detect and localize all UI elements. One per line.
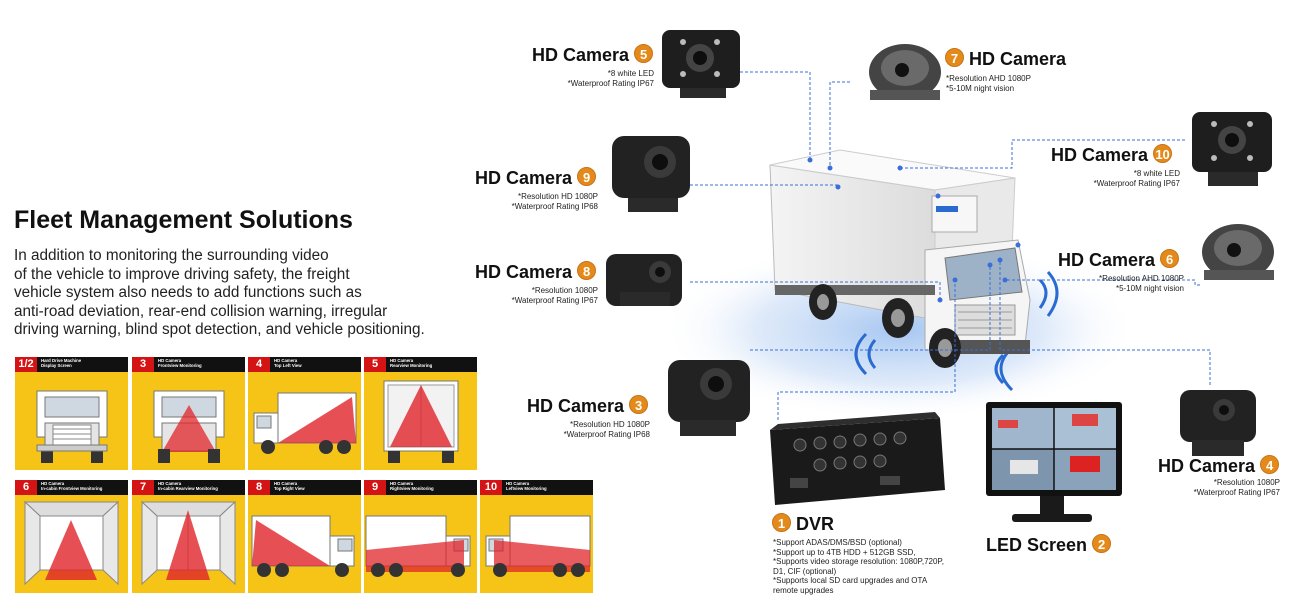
leader-lines [690, 71, 1211, 420]
callout-camera-8: HD Camera 8 [475, 261, 597, 283]
rear-truck-illustration [383, 380, 459, 463]
truck-illustration [769, 149, 1031, 368]
camera-3-icon [668, 360, 750, 436]
tile-number: 7 [132, 480, 154, 495]
number-badge: 9 [577, 167, 597, 186]
tile-number: 10 [480, 480, 502, 495]
callout-camera-3-notes: *Resolution HD 1080P*Waterproof Rating I… [563, 420, 650, 439]
callout-camera-6: HD Camera 6 [1058, 249, 1180, 271]
callout-camera-4: HD Camera 4 [1158, 455, 1280, 477]
callout-camera-8-notes: *Resolution 1080P*Waterproof Rating IP67 [511, 286, 598, 305]
side-truck-left-illustration [485, 515, 591, 577]
camera-9-icon [612, 136, 690, 212]
callout-camera-10: HD Camera 10 [1051, 144, 1173, 166]
intro-line: vehicle system also needs to add functio… [14, 284, 362, 302]
number-badge: 2 [1092, 534, 1112, 553]
callout-camera-7-notes: *Resolution AHD 1080P*5-10M night vision [946, 74, 1031, 93]
led-screen-icon [986, 402, 1122, 522]
tile-number: 6 [15, 480, 37, 495]
callout-camera-5-notes: *8 white LED*Waterproof Rating IP67 [567, 69, 654, 88]
tile-number: 1/2 [15, 357, 37, 372]
camera-10-icon [1192, 112, 1272, 186]
intro-line: In addition to monitoring the surroundin… [14, 247, 329, 264]
callout-dvr: 1 DVR [772, 513, 834, 535]
callout-camera-6-notes: *Resolution AHD 1080P*5-10M night vision [1099, 274, 1184, 293]
camera-4-icon [1180, 390, 1256, 456]
callout-camera-3: HD Camera 3 [527, 395, 649, 417]
number-badge: 4 [1260, 455, 1280, 474]
front-truck-red-zone-illustration [153, 390, 225, 463]
camera-6-icon [1202, 224, 1274, 280]
number-badge: 3 [629, 395, 649, 414]
callout-camera-7: 7 HD Camera [945, 48, 1066, 70]
callout-camera-10-notes: *8 white LED*Waterproof Rating IP67 [1093, 169, 1180, 188]
side-truck-right-illustration [365, 515, 471, 577]
callout-camera-5: HD Camera 5 [532, 44, 654, 66]
section-title: Fleet Management Solutions [14, 206, 353, 234]
intro-line: driving warning, blind spot detection, a… [14, 321, 425, 339]
intro-line: of the vehicle to improve driving safety… [14, 265, 350, 283]
callout-camera-9-notes: *Resolution HD 1080P*Waterproof Rating I… [511, 192, 598, 211]
intro-paragraph: In addition to monitoring the surroundin… [14, 247, 464, 340]
side-truck-top-left-illustration [253, 392, 357, 454]
camera-5-icon [662, 30, 740, 98]
side-truck-top-right-illustration [251, 515, 355, 577]
tile-number: 9 [364, 480, 386, 495]
number-badge: 8 [577, 261, 597, 280]
front-truck-illustration [36, 390, 108, 463]
tile-number: 4 [248, 357, 270, 372]
callout-camera-9: HD Camera 9 [475, 167, 597, 189]
in-cabin-front-illustration [23, 500, 120, 586]
leader-dots [807, 157, 1021, 303]
number-badge: 6 [1160, 249, 1180, 268]
number-badge: 5 [634, 44, 654, 63]
number-badge: 7 [945, 48, 964, 67]
camera-7-icon [869, 44, 941, 100]
tile-number: 8 [248, 480, 270, 495]
number-badge: 10 [1153, 144, 1173, 163]
callout-led-screen: LED Screen 2 [986, 534, 1112, 556]
camera-8-icon [606, 254, 682, 306]
in-cabin-rear-illustration [140, 500, 237, 586]
tile-number: 5 [364, 357, 386, 372]
number-badge: 1 [772, 513, 791, 532]
dvr-feature-list: *Support ADAS/DMS/BSD (optional) *Suppor… [773, 538, 944, 595]
dvr-icon [770, 412, 945, 505]
tile-number: 3 [132, 357, 154, 372]
intro-line: anti-road deviation, rear-end collision … [14, 302, 388, 320]
callout-camera-4-notes: *Resolution 1080P*Waterproof Rating IP67 [1193, 478, 1280, 497]
